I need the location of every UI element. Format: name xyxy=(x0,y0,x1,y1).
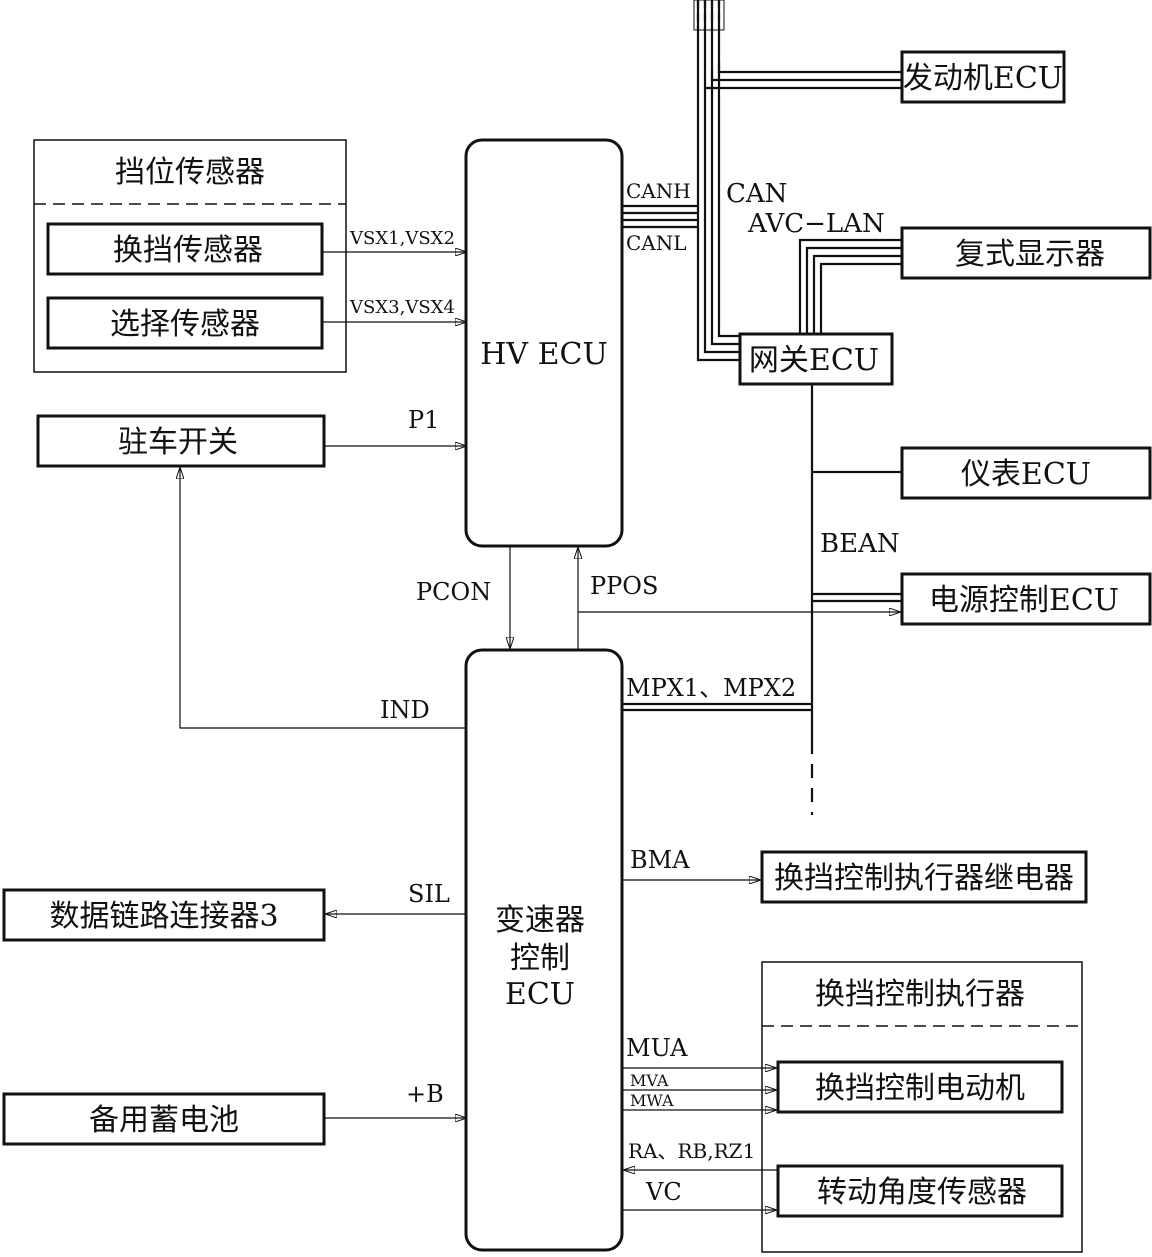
pcon-label: PCON xyxy=(416,578,491,606)
p1-label: P1 xyxy=(408,406,439,434)
select-sensor-box: 选择传感器 xyxy=(46,296,324,350)
backup-battery-label: 备用蓄电池 xyxy=(89,1103,239,1138)
multi-display-label: 复式显示器 xyxy=(955,237,1105,272)
avc-lan-label: AVC−LAN xyxy=(747,209,885,239)
meter-ecu-box: 仪表ECU xyxy=(900,446,1152,500)
vsx34-label: VSX3,VSX4 xyxy=(349,297,455,318)
power-control-ecu-label: 电源控制ECU xyxy=(929,583,1119,618)
park-switch-label: 驻车开关 xyxy=(118,425,238,460)
plus-b-label: +B xyxy=(406,1080,444,1108)
shift-sensor-label: 换挡传感器 xyxy=(113,233,263,268)
can-label: CAN xyxy=(726,179,787,209)
select-sensor-label: 选择传感器 xyxy=(110,307,260,342)
engine-ecu-box: 发动机ECU xyxy=(900,50,1066,104)
shift-actuator-group: 换挡控制执行器 xyxy=(761,961,1083,1253)
can-bus xyxy=(622,0,902,362)
engine-ecu-label: 发动机ECU xyxy=(903,61,1063,96)
can-bus-continuation xyxy=(696,0,721,30)
canh-label: CANH xyxy=(626,179,691,203)
gateway-ecu-label: 网关ECU xyxy=(749,343,879,378)
shift-relay-label: 换挡控制执行器继电器 xyxy=(774,861,1074,896)
transmission-ecu-label-3: ECU xyxy=(505,977,575,1012)
shift-position-sensor-group: 挡位传感器 xyxy=(33,139,347,373)
mwa-label: MWA xyxy=(630,1091,674,1110)
shift-motor-box: 换挡控制电动机 xyxy=(776,1060,1064,1114)
angle-sensor-box: 转动角度传感器 xyxy=(776,1164,1064,1218)
mua-label: MUA xyxy=(626,1034,688,1062)
gateway-ecu-box: 网关ECU xyxy=(738,332,894,386)
ind-label: IND xyxy=(380,696,430,724)
power-control-ecu-box: 电源控制ECU xyxy=(900,572,1152,626)
multi-display-box: 复式显示器 xyxy=(900,226,1152,280)
mpx-label: MPX1、MPX2 xyxy=(626,674,796,702)
ind-line xyxy=(180,468,466,729)
backup-battery-box: 备用蓄电池 xyxy=(2,1092,326,1146)
meter-ecu-label: 仪表ECU xyxy=(961,457,1091,492)
dlc3-box: 数据链路连接器3 xyxy=(2,888,326,942)
dlc3-label: 数据链路连接器3 xyxy=(49,899,278,934)
shift-relay-box: 换挡控制执行器继电器 xyxy=(760,850,1088,904)
bean-label: BEAN xyxy=(820,529,900,559)
vsx12-label: VSX1,VSX2 xyxy=(349,228,455,249)
ppos-label: PPOS xyxy=(590,572,658,600)
vc-label: VC xyxy=(645,1178,682,1206)
shift-sensor-box: 换挡传感器 xyxy=(46,222,324,276)
park-switch-box: 驻车开关 xyxy=(36,414,326,468)
shift-position-sensor-group-label: 挡位传感器 xyxy=(115,155,265,190)
transmission-ecu-box: 变速器 控制 ECU xyxy=(464,648,624,1252)
canl-label: CANL xyxy=(626,231,687,255)
shift-motor-label: 换挡控制电动机 xyxy=(815,1071,1025,1106)
ra-rb-rz1-label: RA、RB,RZ1 xyxy=(628,1139,755,1163)
bma-label: BMA xyxy=(630,846,690,874)
mva-label: MVA xyxy=(630,1071,669,1090)
sil-label: SIL xyxy=(408,880,450,908)
hv-ecu-box: HV ECU xyxy=(464,138,624,548)
transmission-ecu-label-1: 变速器 xyxy=(495,903,585,938)
shift-actuator-group-label: 换挡控制执行器 xyxy=(815,977,1025,1012)
avc-lan-bus xyxy=(798,238,902,334)
hv-ecu-label: HV ECU xyxy=(480,337,608,372)
angle-sensor-label: 转动角度传感器 xyxy=(817,1175,1027,1210)
transmission-ecu-label-2: 控制 xyxy=(510,941,570,976)
